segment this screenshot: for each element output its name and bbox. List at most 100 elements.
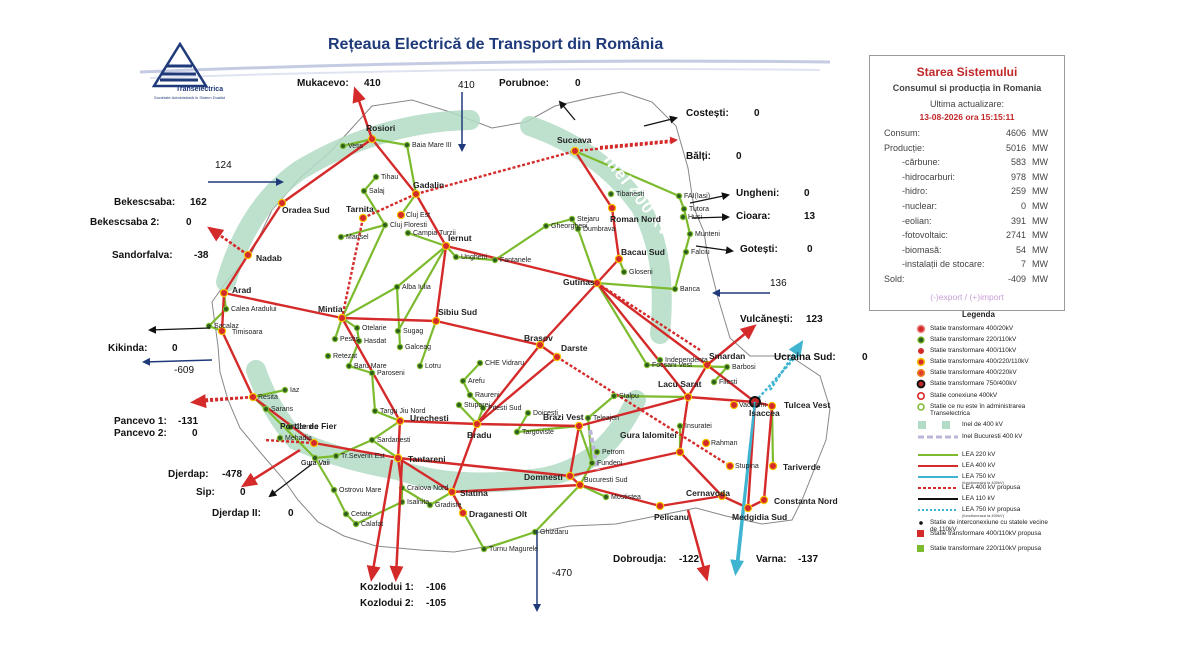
station-node[interactable] xyxy=(441,241,451,251)
station-node[interactable] xyxy=(717,491,727,501)
station-node[interactable] xyxy=(431,316,441,326)
station-node[interactable] xyxy=(416,362,424,370)
station-node[interactable] xyxy=(584,414,592,422)
station-node[interactable] xyxy=(217,326,227,336)
station-node[interactable] xyxy=(729,400,739,410)
station-node[interactable] xyxy=(656,356,664,364)
station-node[interactable] xyxy=(675,192,683,200)
station-node[interactable] xyxy=(358,213,368,223)
station-node[interactable] xyxy=(371,407,379,415)
station-node[interactable] xyxy=(342,510,350,518)
station-node[interactable] xyxy=(476,359,484,367)
station-node[interactable] xyxy=(396,343,404,351)
station-node[interactable] xyxy=(491,256,499,264)
station-node[interactable] xyxy=(472,419,482,429)
station-node[interactable] xyxy=(404,229,412,237)
station-node[interactable] xyxy=(332,452,340,460)
station-node[interactable] xyxy=(393,283,401,291)
station-node[interactable] xyxy=(222,305,230,313)
station-node[interactable] xyxy=(614,254,624,264)
station-node[interactable] xyxy=(337,313,347,323)
station-node[interactable] xyxy=(568,215,576,223)
station-node[interactable] xyxy=(574,421,584,431)
station-node[interactable] xyxy=(552,352,562,362)
station-node[interactable] xyxy=(593,448,601,456)
station-node[interactable] xyxy=(680,205,688,213)
sq-red-icon xyxy=(917,530,924,537)
station-node[interactable] xyxy=(262,405,270,413)
station-node[interactable] xyxy=(281,386,289,394)
station-node[interactable] xyxy=(411,189,421,199)
station-node[interactable] xyxy=(330,486,338,494)
station-node[interactable] xyxy=(403,141,411,149)
station-node[interactable] xyxy=(607,203,617,213)
station-node[interactable] xyxy=(682,248,690,256)
station-node[interactable] xyxy=(759,495,769,505)
station-node[interactable] xyxy=(331,335,339,343)
station-node[interactable] xyxy=(686,230,694,238)
station-node[interactable] xyxy=(311,454,319,462)
station-node[interactable] xyxy=(368,369,376,377)
station-node[interactable] xyxy=(620,268,628,276)
station-node[interactable] xyxy=(725,461,735,471)
station-node[interactable] xyxy=(655,501,665,511)
station-node[interactable] xyxy=(588,459,596,467)
station-node[interactable] xyxy=(381,221,389,229)
station-node[interactable] xyxy=(337,233,345,241)
station-node[interactable] xyxy=(643,361,651,369)
station-node[interactable] xyxy=(352,520,360,528)
station-label: Pitesti Sud xyxy=(488,405,522,412)
station-node[interactable] xyxy=(455,401,463,409)
station-node[interactable] xyxy=(575,480,585,490)
station-node[interactable] xyxy=(309,438,319,448)
station-node[interactable] xyxy=(360,187,368,195)
station-node[interactable] xyxy=(513,428,521,436)
station-node[interactable] xyxy=(395,416,405,426)
station-node[interactable] xyxy=(452,253,460,261)
station-node[interactable] xyxy=(675,447,685,457)
station-node[interactable] xyxy=(610,392,618,400)
station-node[interactable] xyxy=(542,222,550,230)
station-node[interactable] xyxy=(602,493,610,501)
station-node[interactable] xyxy=(607,190,615,198)
station-node[interactable] xyxy=(276,434,284,442)
station-node[interactable] xyxy=(219,288,229,298)
station-node[interactable] xyxy=(767,401,777,411)
station-node[interactable] xyxy=(701,438,711,448)
station-node[interactable] xyxy=(723,363,731,371)
station-node[interactable] xyxy=(353,324,361,332)
station-node[interactable] xyxy=(592,278,602,288)
station-node[interactable] xyxy=(458,508,468,518)
station-node[interactable] xyxy=(535,340,545,350)
station-node[interactable] xyxy=(565,471,575,481)
station-node[interactable] xyxy=(710,378,718,386)
station-node[interactable] xyxy=(459,377,467,385)
station-node[interactable] xyxy=(447,487,457,497)
station-node[interactable] xyxy=(743,503,753,513)
station-node[interactable] xyxy=(324,352,332,360)
station-node[interactable] xyxy=(277,198,287,208)
station-node[interactable] xyxy=(286,423,294,431)
station-node[interactable] xyxy=(479,404,487,412)
station-node[interactable] xyxy=(570,146,580,156)
station-node[interactable] xyxy=(396,210,406,220)
station-node[interactable] xyxy=(676,422,684,430)
station-node[interactable] xyxy=(339,142,347,150)
station-node[interactable] xyxy=(679,213,687,221)
station-node[interactable] xyxy=(372,173,380,181)
station-node[interactable] xyxy=(524,409,532,417)
station-node[interactable] xyxy=(768,461,778,471)
station-label: Gura Vaii xyxy=(301,460,330,467)
station-node[interactable] xyxy=(345,362,353,370)
station-node[interactable] xyxy=(466,391,474,399)
status-row-label: -hidro: xyxy=(902,186,928,197)
station-node[interactable] xyxy=(393,453,403,463)
station-node[interactable] xyxy=(480,545,488,553)
station-node[interactable] xyxy=(394,327,402,335)
station-node[interactable] xyxy=(683,392,693,402)
station-node[interactable] xyxy=(426,501,434,509)
station-node[interactable] xyxy=(671,285,679,293)
station-node[interactable] xyxy=(574,225,582,233)
station-node[interactable] xyxy=(355,337,363,345)
station-node[interactable] xyxy=(368,436,376,444)
